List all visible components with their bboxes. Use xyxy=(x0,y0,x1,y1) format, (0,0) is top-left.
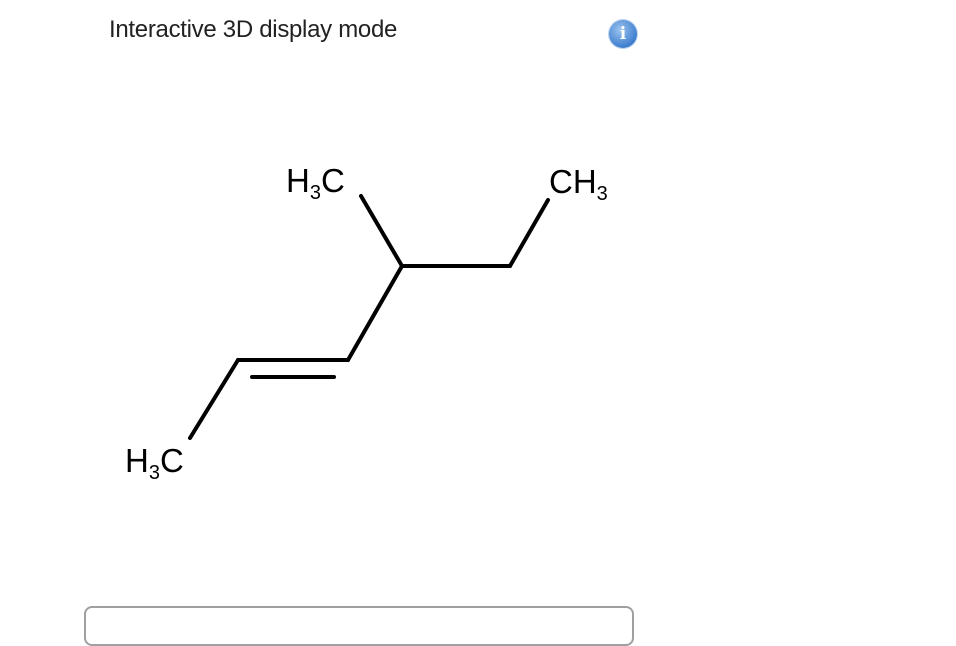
label-h3c-bottom: H3C xyxy=(125,442,184,484)
bond-methyl-top xyxy=(359,194,404,268)
label-h3c-top: H3C xyxy=(286,162,345,204)
bond-ethyl-ch3 xyxy=(508,198,550,268)
info-icon[interactable]: i xyxy=(609,20,637,48)
answer-box[interactable] xyxy=(84,606,634,646)
label-ch3: CH3 xyxy=(549,163,608,205)
molecule-structure: H3C CH3 H3C xyxy=(125,162,608,484)
display-mode-title: Interactive 3D display mode xyxy=(109,16,398,43)
bond-c3-c2 xyxy=(346,264,404,362)
bond-c1-methyl xyxy=(188,358,240,440)
